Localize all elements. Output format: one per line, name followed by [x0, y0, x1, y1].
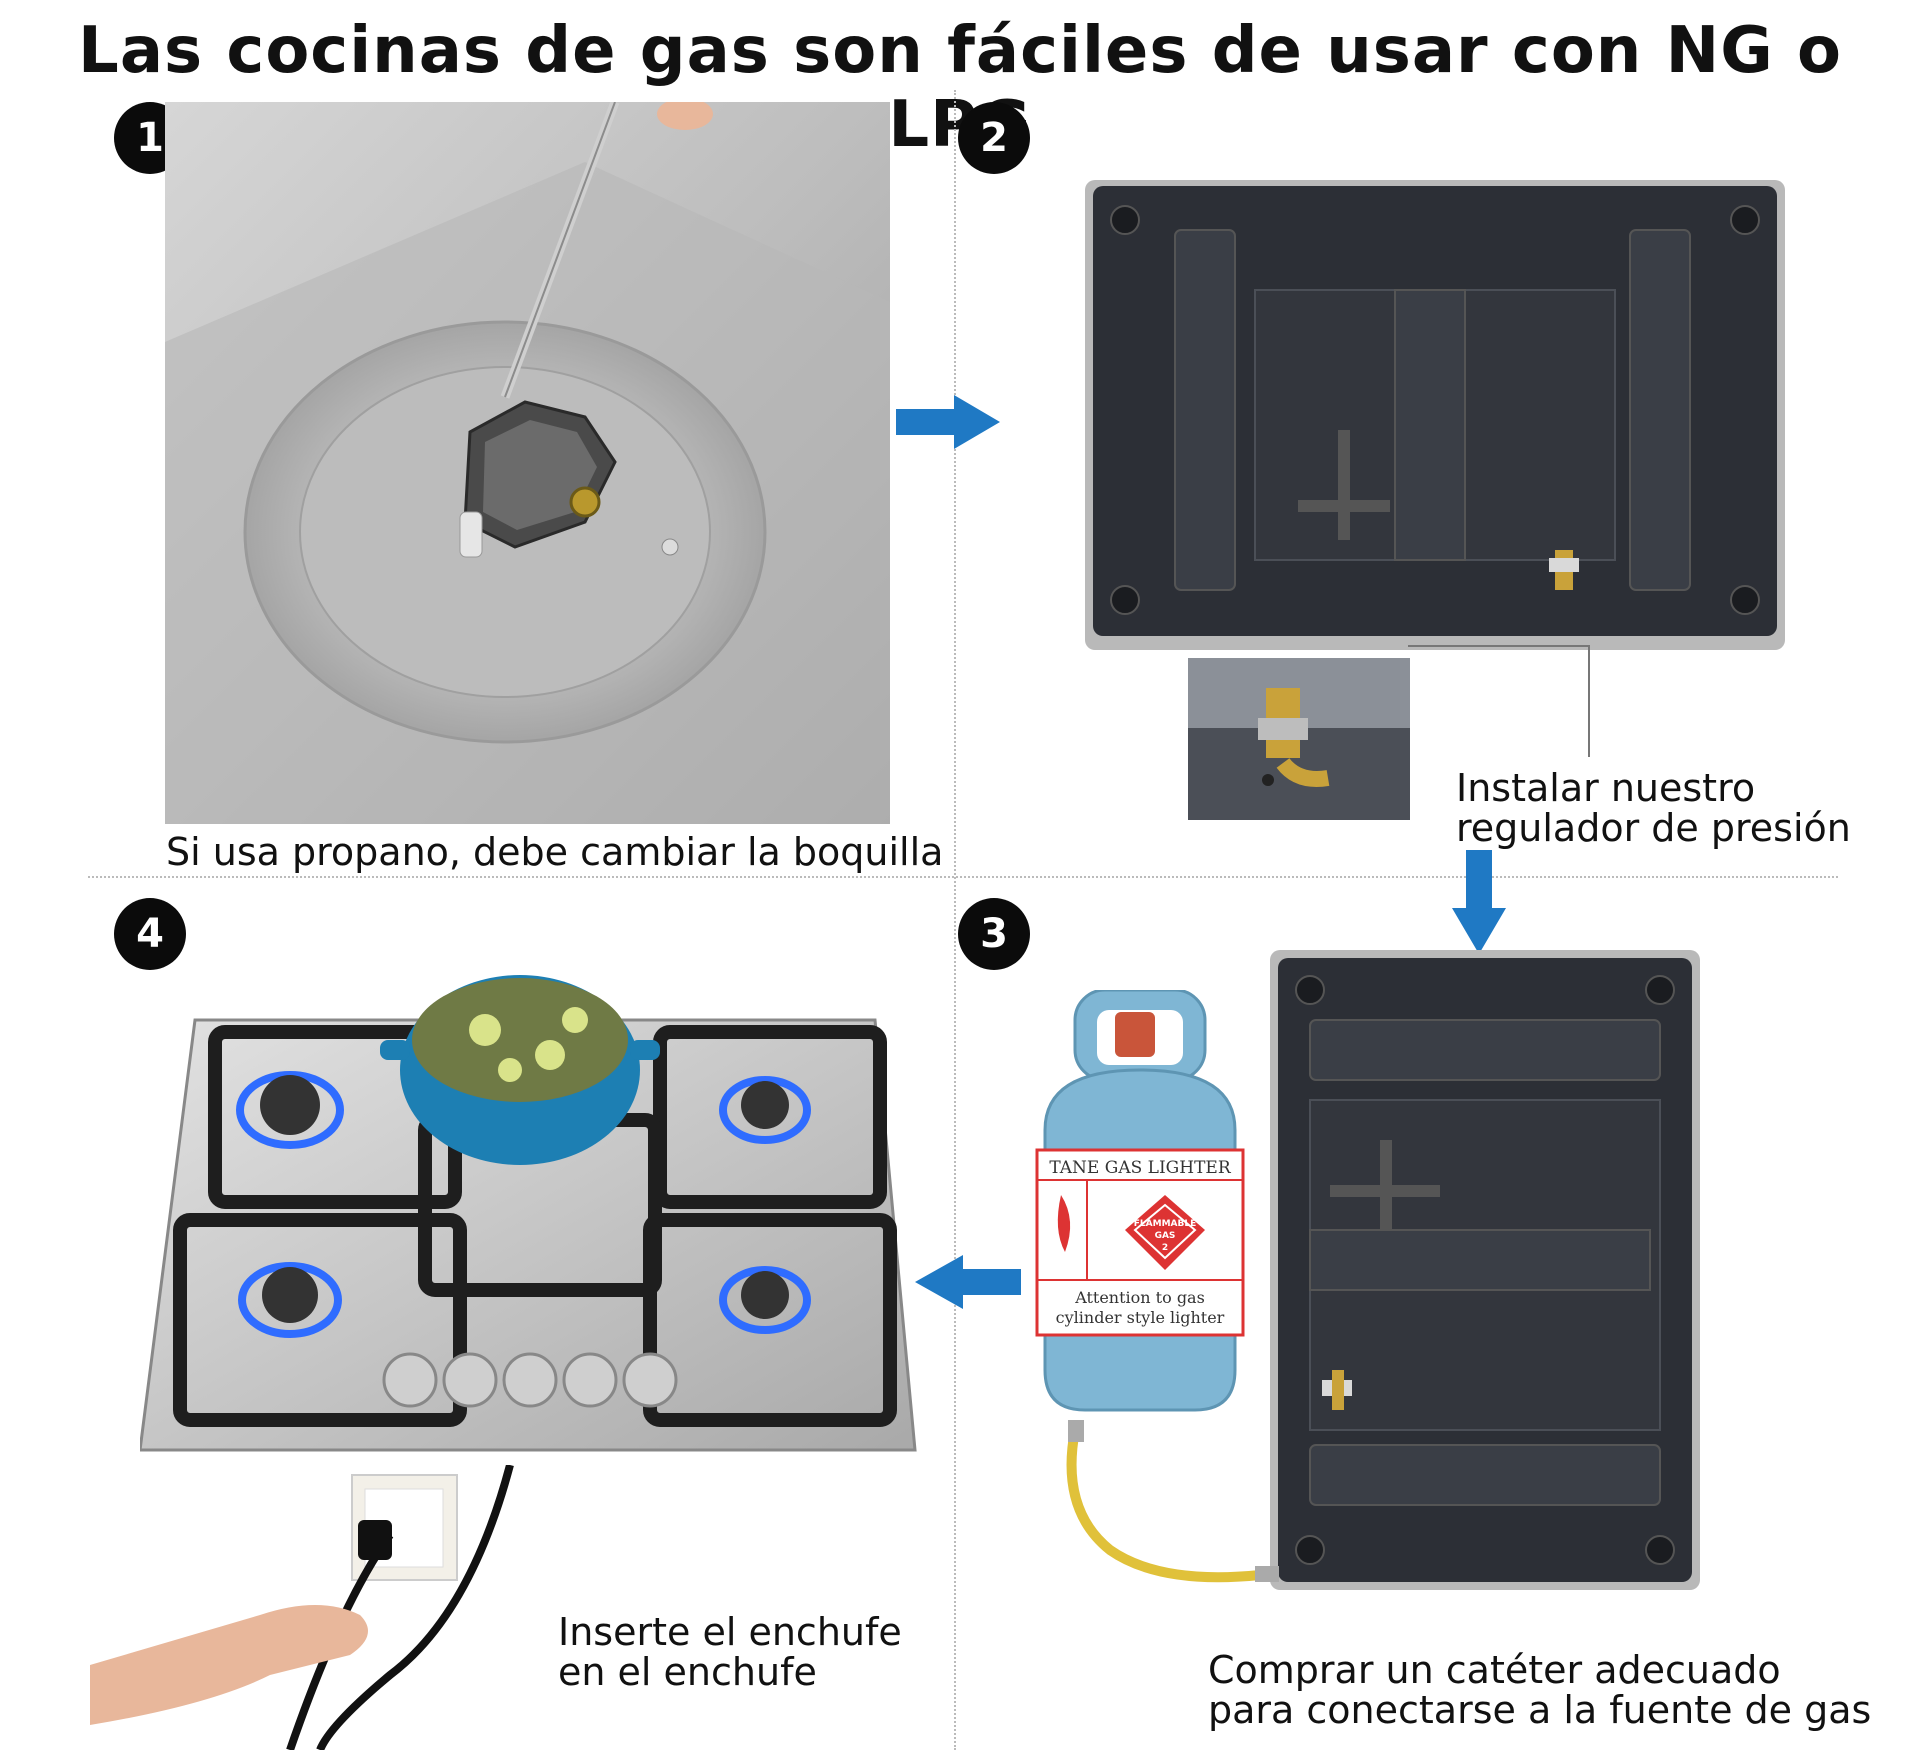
plug-and-socket-image — [90, 1465, 514, 1750]
step-2-badge: 2 — [958, 102, 1030, 174]
step-1-burner-photo — [165, 102, 890, 824]
cylinder-diamond-text-1: FLAMMABLE — [1134, 1219, 1196, 1229]
regulator-detail-photo — [1188, 658, 1410, 820]
cylinder-diamond-text-2: GAS — [1155, 1231, 1176, 1241]
step-2-caption: Instalar nuestro regulador de presión — [1456, 768, 1851, 848]
arrow-right-icon — [896, 395, 1000, 449]
step-4-caption-line-2: en el enchufe — [558, 1650, 817, 1694]
step-4-caption-line-1: Inserte el enchufe — [558, 1610, 902, 1654]
gas-hose-image — [1066, 1420, 1279, 1583]
burner-flames — [236, 1071, 811, 1338]
step-2-hob-underside-photo — [1085, 180, 1785, 650]
step-3-badge: 3 — [958, 898, 1030, 970]
step-2-caption-line-1: Instalar nuestro — [1456, 766, 1756, 810]
vertical-divider — [954, 90, 956, 1750]
cylinder-label-line-1: TANE GAS LIGHTER — [1049, 1158, 1231, 1178]
step-3-caption: Comprar un catéter adecuado para conecta… — [1208, 1650, 1871, 1730]
step-4-gas-hob-photo — [140, 975, 917, 1452]
step-4-caption: Inserte el enchufe en el enchufe — [558, 1612, 902, 1692]
arrow-left-icon — [915, 1255, 1021, 1309]
horizontal-divider — [88, 876, 1838, 878]
step-2-caption-line-2: regulador de presión — [1456, 806, 1851, 850]
step-3-caption-line-2: para conectarse a la fuente de gas — [1208, 1688, 1872, 1732]
control-knobs — [382, 1352, 678, 1408]
cylinder-diamond-text-3: 2 — [1162, 1243, 1168, 1253]
pot-image — [380, 975, 660, 1165]
step-4-badge: 4 — [114, 898, 186, 970]
arrow-down-icon — [1452, 850, 1506, 954]
regulator-leader-line — [1408, 645, 1590, 757]
step-3-caption-line-1: Comprar un catéter adecuado — [1208, 1648, 1781, 1692]
gas-cylinder-image: TANE GAS LIGHTER FLAMMABLE GAS 2 Attenti… — [1035, 990, 1245, 1412]
step-1-caption: Si usa propano, debe cambiar la boquilla — [166, 830, 944, 874]
cylinder-label-line-2: Attention to gas — [1074, 1288, 1205, 1307]
step-3-hob-underside-photo — [1270, 950, 1700, 1590]
cylinder-label-line-3: cylinder style lighter — [1056, 1308, 1225, 1327]
